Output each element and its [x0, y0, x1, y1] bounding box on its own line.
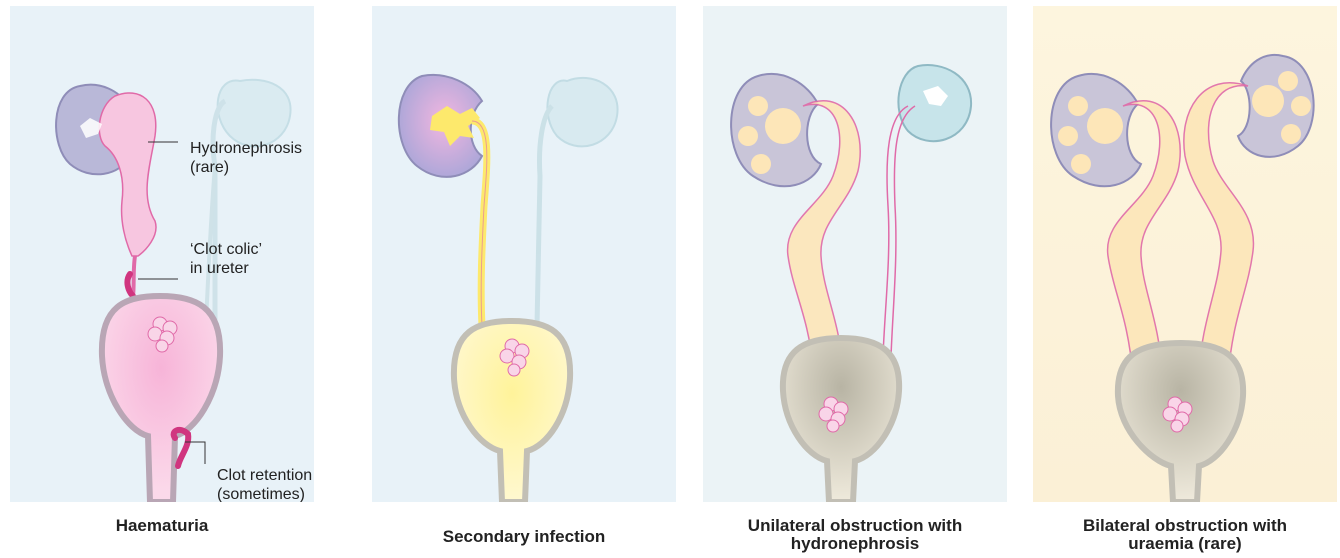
- label-text: (sometimes): [217, 485, 312, 502]
- caption-text: uraemia (rare): [1033, 535, 1337, 553]
- label-text: Clot retention: [217, 466, 312, 485]
- caption-bilateral-obstruction: Bilateral obstruction with uraemia (rare…: [1033, 517, 1337, 553]
- caption-unilateral-obstruction: Unilateral obstruction with hydronephros…: [703, 517, 1007, 553]
- label-hydronephrosis: Hydronephrosis (rare): [190, 139, 302, 177]
- label-clot-retention: Clot retention (sometimes): [217, 466, 312, 502]
- caption-text: Unilateral obstruction with: [703, 517, 1007, 535]
- panel-unilateral-obstruction: [703, 6, 1007, 502]
- haematuria-illustration: [10, 6, 314, 502]
- secondary-infection-illustration: [372, 6, 676, 502]
- label-text: in ureter: [190, 259, 262, 278]
- label-text: ‘Clot colic’: [190, 240, 262, 259]
- caption-secondary-infection: Secondary infection: [372, 528, 676, 546]
- panel-bilateral-obstruction: [1033, 6, 1337, 502]
- caption-text: hydronephrosis: [703, 535, 1007, 553]
- caption-haematuria: Haematuria: [10, 517, 314, 535]
- caption-text: Haematuria: [10, 517, 314, 535]
- unilateral-obstruction-illustration: [703, 6, 1007, 502]
- label-text: (rare): [190, 158, 302, 177]
- label-text: Hydronephrosis: [190, 139, 302, 158]
- panel-haematuria: Hydronephrosis (rare) ‘Clot colic’ in ur…: [10, 6, 314, 502]
- caption-text: Bilateral obstruction with: [1033, 517, 1337, 535]
- bilateral-obstruction-illustration: [1033, 6, 1337, 502]
- label-clot-colic: ‘Clot colic’ in ureter: [190, 240, 262, 278]
- panel-secondary-infection: [372, 6, 676, 502]
- caption-text: Secondary infection: [372, 528, 676, 546]
